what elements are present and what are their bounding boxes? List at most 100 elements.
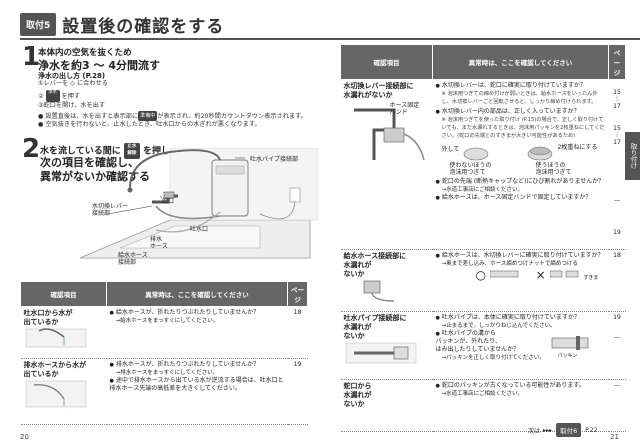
next-page: P.22 <box>585 426 598 434</box>
row-item: 蛇口から 水漏れが ないか <box>340 379 433 432</box>
gap-label: すきま <box>583 275 599 281</box>
check-item: 蛇口の先端 (断熱キャップなど)にひび割れがありませんか？ <box>436 178 606 186</box>
step-1-heading: 浄水を約3 ～ 4分間流す <box>38 59 160 72</box>
next-tab: 取付6 <box>556 423 582 437</box>
label-faucet: 蛇口 <box>162 198 175 205</box>
adapter-illustration: 外して 2枚重ねにする 使わないほうの 泡沫用つぎて 使うほうの 泡沫用つぎて <box>436 140 606 178</box>
lever-illustration <box>353 108 425 161</box>
ok-ng-illustration: ○ × すきま <box>436 268 606 285</box>
row-item-label: 吐水パイプ接続部に 水漏れが ないか <box>343 314 407 340</box>
table-row: 給水ホース接続部に 水漏れが ないか 給水ホースは、水切換レバーに確実に取り付け… <box>340 249 626 312</box>
step-1-line-4b: が表示され、約20秒間カウントダウン表示されます。 <box>157 113 307 120</box>
label-remove: 外して <box>441 146 460 153</box>
row-checks: 水切換レバーは、蛇口に確実に取り付けていますか？ ※ 泡沫用つぎての締め付けが弱… <box>432 79 609 250</box>
page-ref: 15 ｜ 17 <box>613 89 621 110</box>
check-item: 給水ホースは、水切換レバーに確実に取り付けていますか？ <box>436 252 606 260</box>
outlet-illustration <box>25 328 86 348</box>
next-label: 次は <box>528 427 541 435</box>
row-checks: 給水ホースが、折れたりつぶれたりしていませんか？ →給水ホースをまっすぐにしてく… <box>106 306 288 359</box>
preparing-badge: 準備中 <box>138 111 158 121</box>
check-item: 給水ホースが、折れたりつぶれたりしていませんか？ <box>110 309 285 317</box>
check-action: →水道工事店にご相談ください。 <box>441 391 524 397</box>
step-1-title: 本体内の空気を抜くため <box>38 48 132 58</box>
row-item-label: 水切換レバー接続部に 水漏れがないか <box>343 82 414 99</box>
label-supply-connection: 給水ホース 接続部 <box>118 252 148 266</box>
installation-illustration <box>79 147 319 259</box>
check-table-right: 確認項目 異常時は、ここを確認してください ページ 水切換レバー接続部に 水漏れ… <box>340 44 626 432</box>
label-unused-adapter: 使わないほうの 泡沫用つぎて <box>449 162 492 176</box>
table-row: 吐水口から水が 出ているか 給水ホースが、折れたりつぶれたりしていませんか？ →… <box>20 306 308 359</box>
check-action: →排水ホースをまっすぐにしてください。 <box>115 370 219 376</box>
step-2-line-a: 水を流している間に 止水 解除 を押し、 <box>40 143 179 159</box>
step-1-line-2-text: を押す <box>61 93 81 100</box>
row-item-label: 排水ホースから水が 出ているか <box>23 361 87 378</box>
step-1-line-3: ③蛇口を開け、水を出す <box>38 102 106 109</box>
adapter-drawing <box>463 146 552 161</box>
step-2-heading: 次の項目を確認し、 異常がないか確認する <box>40 156 150 184</box>
row-item-label: 給水ホース接続部に 水漏れが ないか <box>343 252 407 278</box>
step-2-b1: 次の項目を確認し、 <box>40 156 139 169</box>
row-item: 排水ホースから水が 出ているか <box>20 358 107 425</box>
row-item: 水切換レバー接続部に 水漏れがないか ホース固定 バンド <box>340 79 433 250</box>
step-1-line-4: ● 設置直後は、水を出すと表示部に準備中が表示され、約20秒間カウントダウン表示… <box>38 111 307 121</box>
check-action: →給水ホースをまっすぐにしてください。 <box>115 318 219 324</box>
packing-label: パッキン <box>557 353 578 359</box>
row-item-label: 蛇口から 水漏れが ないか <box>343 382 372 408</box>
check-table-left: 確認項目 異常時は、ここを確認してください ページ 吐水口から水が 出ているか … <box>20 281 308 425</box>
check-item: 水切換レバー内の部品は、正しく入っていますか？ <box>436 108 606 116</box>
label-outlet-pipe: 吐水パイプ接続部 <box>250 156 299 163</box>
check-item: 吐水パイプは、本体に確実に取り付けていますか？ <box>436 314 606 322</box>
row-page: 15 ｜ 17 15 ｜ 17 — 19 <box>608 79 626 250</box>
side-tab: 取り付け <box>625 132 640 180</box>
col-header-item: 確認項目 <box>340 44 433 80</box>
row-page: 18 <box>608 249 626 312</box>
row-page: — <box>608 379 626 432</box>
row-item-label: 吐水口から水が 出ているか <box>23 309 73 326</box>
col-header-item: 確認項目 <box>20 281 107 307</box>
row-checks: 吐水パイプは、本体に確実に取り付けていますか？ →止まるまで、しっかりねじ込んで… <box>432 311 609 380</box>
ng-mark: × <box>535 268 546 282</box>
check-action: →パッキンを正しく取り付けてください。 <box>441 355 545 361</box>
table-row: 吐水パイプ接続部に 水漏れが ないか 吐水パイプは、本体に確実に取り付けています… <box>340 311 626 380</box>
supply-hose-illustration <box>363 280 394 302</box>
step-1-line-2: ② 浄水 を押す <box>38 90 80 102</box>
check-item: 排水ホースが、折れたりつぶれたりしていませんか？ <box>110 361 285 369</box>
step-1-number: 1 <box>22 42 41 72</box>
table-header-row: 確認項目 異常時は、ここを確認してください ページ <box>20 281 308 307</box>
check-action: →止まるまで、しっかりねじ込んでください。 <box>441 323 556 329</box>
check-item: 蛇口のパッキンが古くなっている可能性があります。 <box>436 382 606 390</box>
ok-mark: ○ <box>475 268 486 282</box>
hose-ok-drawing <box>489 270 519 278</box>
check-note: ※ 泡沫用つぎてを使った取り付け (P.15)の場合で、正しく取り付けていても、… <box>441 117 605 139</box>
step-2-b2: 異常がないか確認する <box>40 170 150 183</box>
section-header: 取付5 設置後の確認をする <box>20 12 224 37</box>
table-row: 排水ホースから水が 出ているか 排水ホースが、折れたりつぶれたりしていませんか？… <box>20 358 308 425</box>
row-checks: 給水ホースは、水切換レバーに確実に取り付けていますか？ →奥まで差し込み、ホース… <box>432 249 609 312</box>
table-header-row: 確認項目 異常時は、ここを確認してください ページ <box>340 44 626 80</box>
step-2-number: 2 <box>22 134 41 164</box>
section-tab: 取付5 <box>20 12 57 36</box>
step-2-a2: を押し、 <box>143 146 180 157</box>
col-header-check: 異常時は、ここを確認してください <box>432 44 609 80</box>
step-1-line-4a: ● 設置直後は、水を出すと表示部に <box>38 113 139 120</box>
page-number-left: 20 <box>20 433 29 441</box>
page-ref: 15 ｜ 17 <box>613 125 621 146</box>
next-step-nav: 次は ▸▸▸ 取付6 P.22 <box>528 423 597 437</box>
step-1-line-2-num: ② <box>38 93 44 100</box>
drain-hose-illustration <box>25 380 86 408</box>
row-item: 吐水口から水が 出ているか <box>20 306 107 359</box>
check-item: 水切換レバーは、蛇口に確実に取り付けていますか？ <box>436 82 606 90</box>
label-hose-band: ホース固定 バンド <box>389 102 420 116</box>
check-note: ※ 泡沫用つぎての締め付けが弱いときは、給水ホースをいったん外し、水切換レバーご… <box>441 91 598 105</box>
col-header-check: 異常時は、ここを確認してください <box>106 281 288 307</box>
packing-check: 吐水パイプの溝から パッキンが、外れたり、 はみ出したりしていませんか？ パッキ… <box>436 330 606 359</box>
step-1-sub: 浄水の出し方 (P.28) <box>38 72 106 80</box>
header-rule <box>20 38 640 40</box>
check-action: →奥まで差し込み、ホース締めつけナットで締めつける <box>441 261 578 267</box>
step-1-line-5: ● 空気抜きを行わないと、止水したとき、吐水口からの水ぎれが悪くなります。 <box>38 121 261 128</box>
page-ref: — <box>614 197 620 204</box>
packing-illustration <box>551 336 588 350</box>
row-page: 19 — <box>608 311 626 380</box>
page-number-right: 21 <box>610 433 619 441</box>
table-row: 水切換レバー接続部に 水漏れがないか ホース固定 バンド 水切換レバーは、蛇口に… <box>340 79 626 250</box>
